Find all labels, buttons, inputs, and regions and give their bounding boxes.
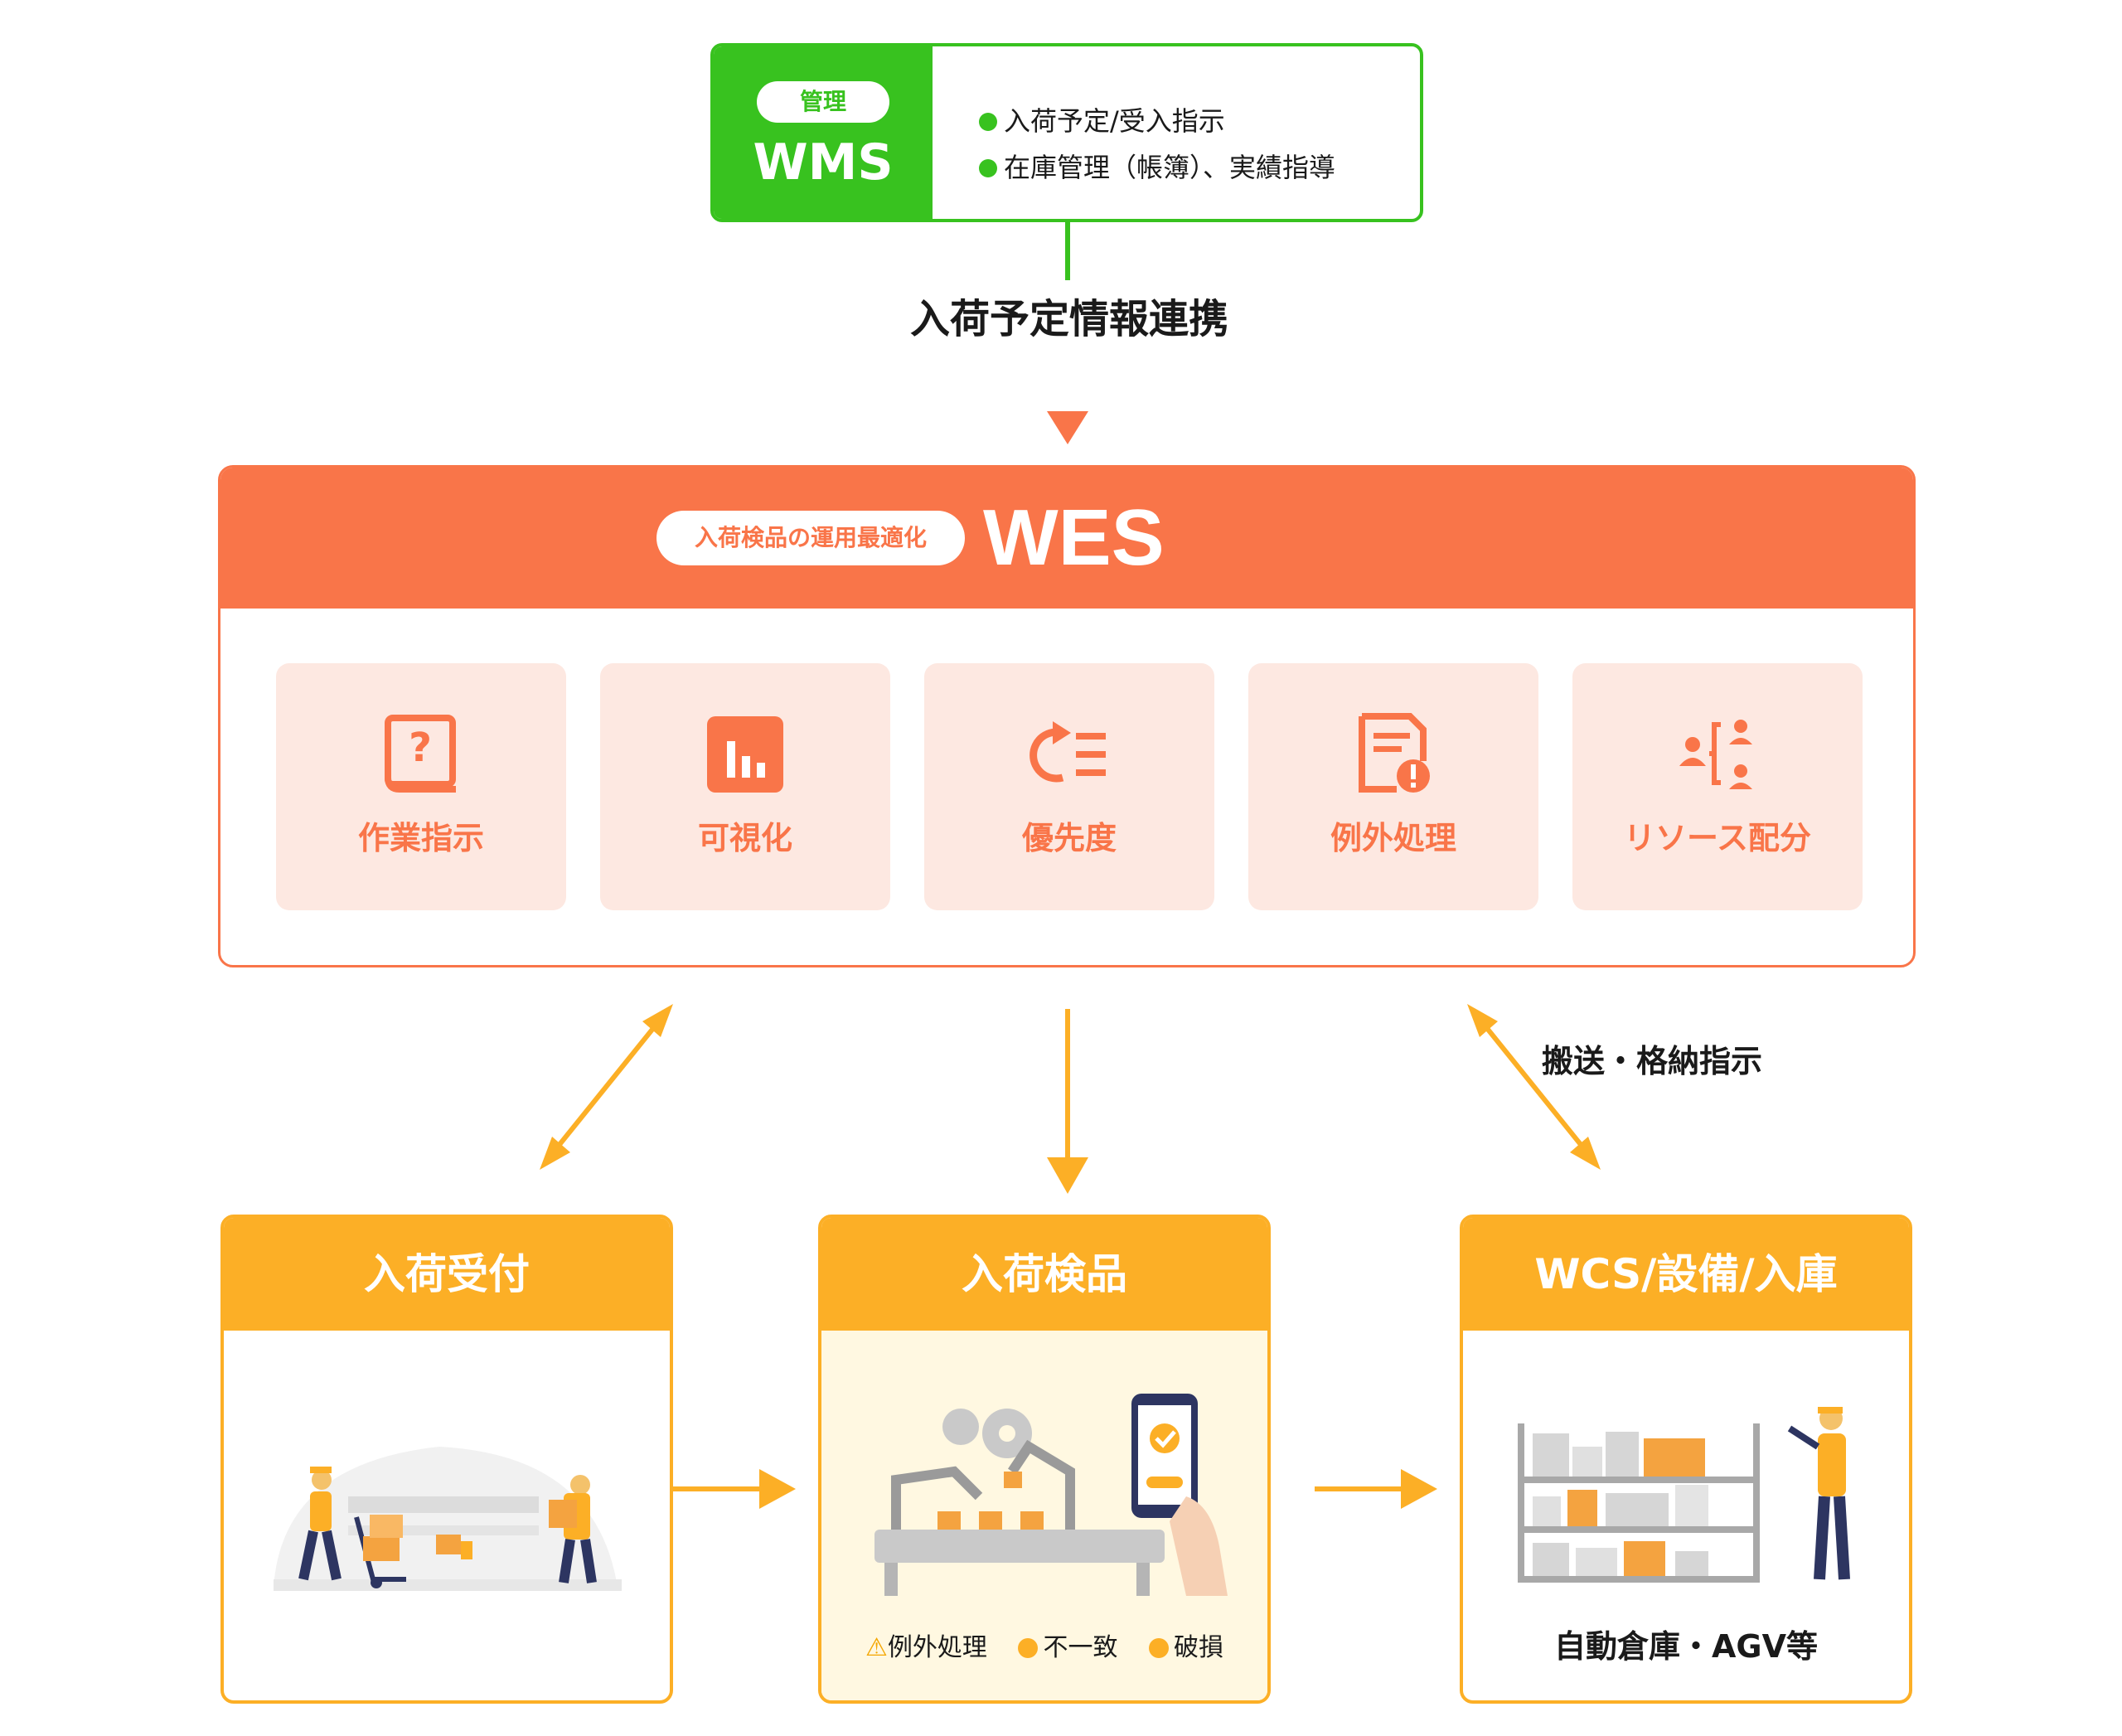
wcs-box: WCS/設備/入庫 自動倉庫・AGV等 [1460, 1215, 1912, 1704]
wms-panel: 管理 WMS 入荷予定/受入指示 在庫管理（帳簿）、実績指導 [710, 43, 1423, 222]
legend-item-damage: 破損 [1149, 1633, 1223, 1662]
arrow-head-icon [1570, 1137, 1601, 1170]
feature-label: リソース配分 [1623, 820, 1812, 856]
inspection-box: 入荷検品 [818, 1215, 1271, 1704]
wms-item: 入荷予定/受入指示 [979, 98, 1335, 144]
feature-priority: 優先度 [924, 663, 1214, 910]
arrow-head-icon [1401, 1469, 1437, 1509]
down-arrow-head-icon [1047, 411, 1088, 444]
double-arrow-left [549, 1016, 664, 1157]
wes-badge: 入荷検品の運用最適化 [656, 511, 965, 565]
wms-header: 管理 WMS [714, 46, 933, 219]
help-book-icon: ? [385, 715, 456, 793]
storage-illustration: 自動倉庫・AGV等 [1463, 1331, 1909, 1700]
feature-resource-allocation: リソース配分 [1572, 663, 1863, 910]
link-label: 入荷予定情報連携 [909, 296, 1228, 342]
inspection-legend: ⚠例外処理 不一致 破損 [818, 1627, 1271, 1663]
legend-item-mismatch: 不一致 [1018, 1633, 1117, 1662]
wms-title: WMS [753, 133, 894, 192]
double-arrow-right [1476, 1016, 1592, 1157]
feature-label: 優先度 [1021, 820, 1117, 856]
legend-item-exception: ⚠例外処理 [865, 1633, 987, 1662]
arrow-head-icon [1467, 1004, 1498, 1037]
wms-item-label: 入荷予定/受入指示 [1004, 105, 1225, 137]
bullet-icon [1149, 1638, 1169, 1658]
box-title: 入荷検品 [821, 1218, 1267, 1331]
box-caption: 自動倉庫・AGV等 [1553, 1628, 1818, 1665]
wes-title: WES [983, 493, 1165, 582]
bullet-icon [1018, 1638, 1039, 1658]
automated-warehouse-illustration [1518, 1407, 1850, 1583]
wes-header: 入荷検品の運用最適化 WES [220, 468, 1913, 609]
warehouse-receiving-illustration [274, 1447, 622, 1591]
bar-chart-icon [707, 716, 783, 793]
bullet-icon [979, 159, 997, 177]
box-title: 入荷受付 [224, 1218, 670, 1331]
priority-list-icon [1030, 721, 1106, 783]
legend-label: 例外処理 [887, 1633, 987, 1662]
inspection-line-illustration [874, 1394, 1228, 1596]
transport-storage-label: 搬送・格納指示 [1542, 1043, 1763, 1079]
arrow-head-icon [540, 1137, 570, 1170]
wms-item-label: 在庫管理（帳簿）、実績指導 [1004, 152, 1336, 183]
receiving-illustration [224, 1331, 670, 1700]
inspection-illustration [821, 1331, 1267, 1700]
bullet-icon [979, 113, 997, 131]
svg-text:?: ? [409, 725, 432, 771]
resource-allocation-icon [1679, 720, 1752, 789]
legend-label: 破損 [1174, 1633, 1223, 1662]
feature-label: 例外処理 [1330, 820, 1456, 856]
box-title: WCS/設備/入庫 [1463, 1218, 1909, 1331]
wms-badge: 管理 [757, 81, 889, 123]
wms-item: 在庫管理（帳簿）、実績指導 [979, 144, 1335, 191]
arrow-head-icon [642, 1004, 673, 1037]
feature-label: 作業指示 [357, 820, 484, 856]
wms-item-list: 入荷予定/受入指示 在庫管理（帳簿）、実績指導 [979, 98, 1335, 191]
document-alert-icon [1359, 713, 1430, 793]
feature-work-instruction: ? 作業指示 [276, 663, 566, 910]
legend-label: 不一致 [1043, 1633, 1118, 1662]
wes-panel: 入荷検品の運用最適化 WES ? 作業指示 可視化 優先度 [218, 465, 1916, 967]
arrow-head-icon [1047, 1157, 1088, 1194]
feature-exception: 例外処理 [1248, 663, 1538, 910]
feature-label: 可視化 [697, 820, 792, 856]
receiving-box: 入荷受付 [220, 1215, 673, 1704]
warning-icon: ⚠ [865, 1633, 888, 1662]
arrow-head-icon [759, 1469, 796, 1509]
feature-visualization: 可視化 [600, 663, 890, 910]
